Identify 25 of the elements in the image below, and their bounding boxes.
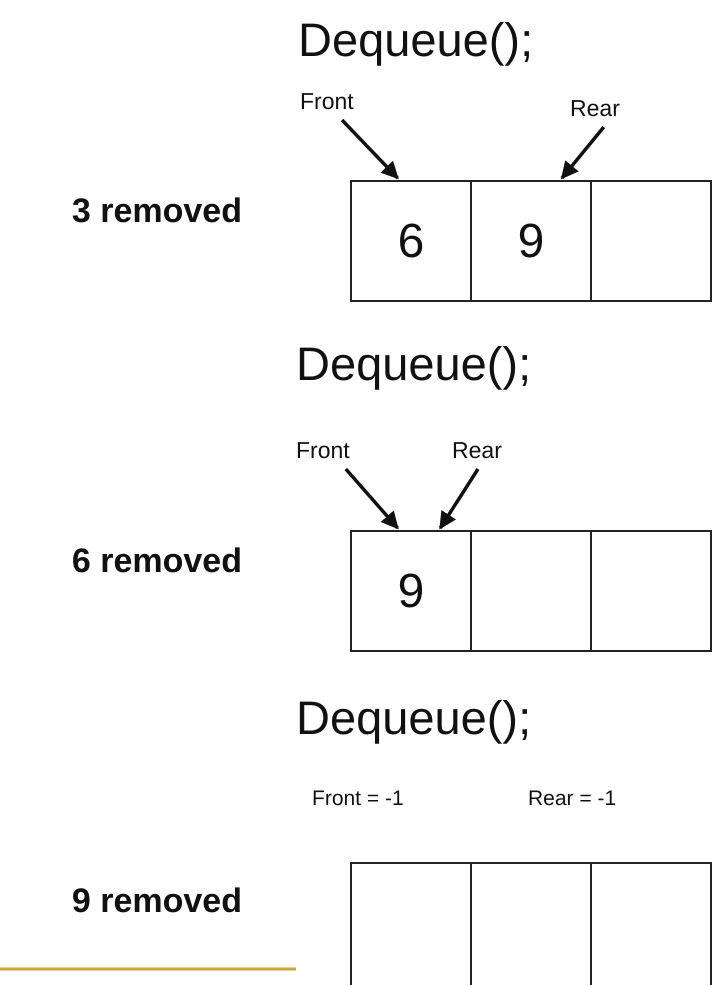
array-cell: 6 — [350, 180, 472, 302]
empty-array-cell — [592, 180, 712, 302]
empty-array-cell — [592, 530, 712, 652]
empty-array-cell — [472, 862, 592, 985]
operation-title: Dequeue(); — [296, 690, 532, 746]
pointer-arrow — [438, 468, 480, 530]
pointer-arrow — [340, 118, 399, 180]
removed-note: 9 removed — [70, 881, 242, 922]
pointer-label: Front — [300, 88, 360, 116]
pointer-value: Front = -1 — [312, 787, 404, 811]
pointer-label: Rear — [452, 437, 504, 465]
pointer-value: Rear = -1 — [528, 787, 616, 811]
array-cell: 9 — [472, 180, 592, 302]
removed-note: 3 removed — [70, 191, 242, 232]
pointer-label: Front — [296, 437, 356, 465]
empty-array-cell — [592, 862, 712, 985]
empty-array-cell — [350, 862, 472, 985]
empty-array-cell — [472, 530, 592, 652]
pointer-arrow — [560, 126, 606, 180]
removed-note: 6 removed — [70, 541, 242, 582]
pointer-label: Rear — [570, 95, 622, 123]
pointer-arrow — [344, 468, 399, 530]
operation-title: Dequeue(); — [296, 336, 532, 392]
array-cell: 9 — [350, 530, 472, 652]
operation-title: Dequeue(); — [298, 12, 534, 68]
